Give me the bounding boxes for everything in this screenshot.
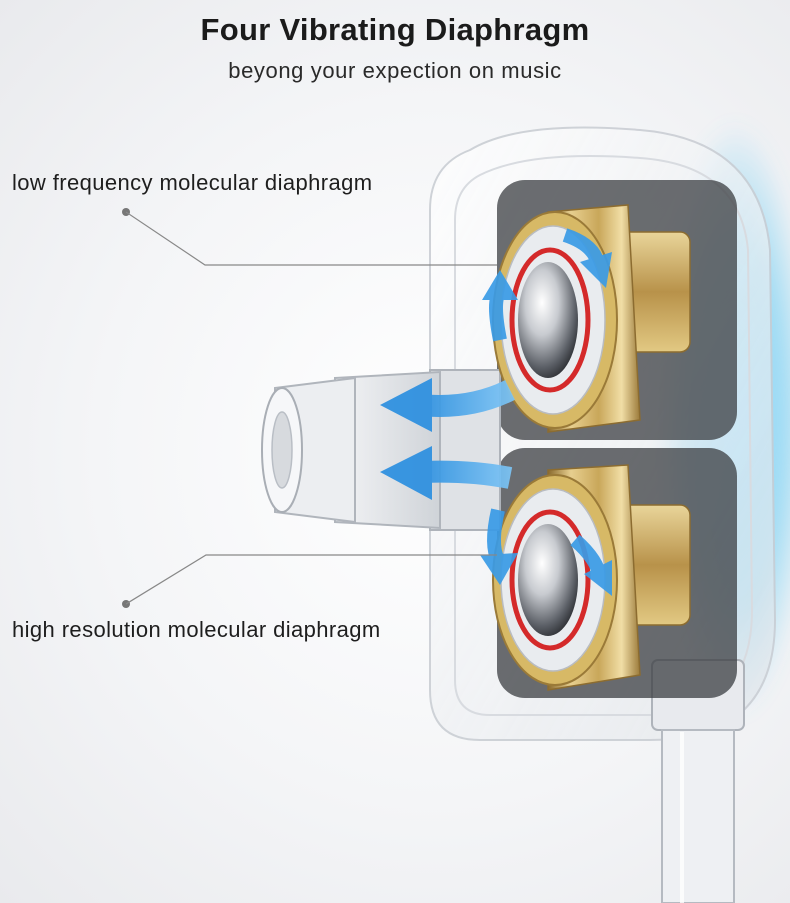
callout-high-resolution: high resolution molecular diaphragm [12, 617, 381, 643]
callout-low-frequency: low frequency molecular diaphragm [12, 170, 372, 196]
cable [662, 730, 734, 903]
